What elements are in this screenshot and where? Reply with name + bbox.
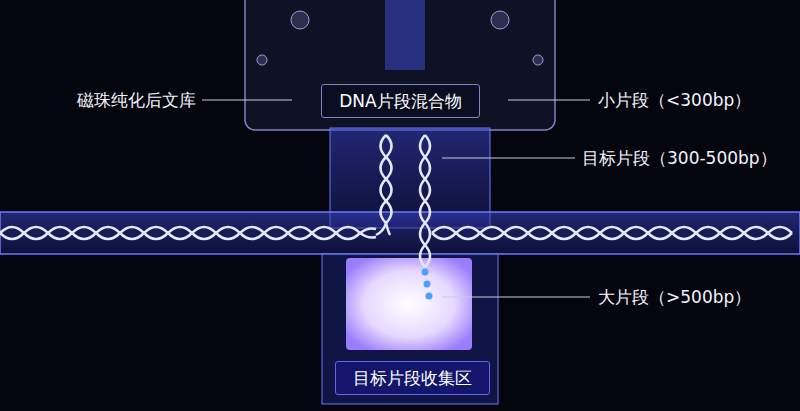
helix-strand	[432, 227, 792, 239]
dna-dots	[422, 269, 433, 300]
dot	[426, 293, 433, 300]
horizontal-channel	[0, 212, 800, 254]
screw	[533, 55, 543, 65]
helix-strand	[432, 227, 792, 239]
leader-line	[508, 100, 590, 101]
callout-label: 磁珠纯化后文库	[77, 89, 196, 111]
label-box: 目标片段收集区	[335, 361, 490, 395]
chip-housing	[245, 0, 555, 130]
screw	[291, 11, 309, 29]
callout-label: 目标片段（300-500bp）	[582, 147, 777, 169]
helix-strand	[0, 227, 376, 239]
leader-line	[442, 297, 590, 298]
leader-line	[442, 158, 575, 159]
collection-chamber	[322, 254, 498, 404]
callout-label: 大片段（>500bp）	[598, 286, 751, 308]
box-text: 目标片段收集区	[353, 367, 472, 390]
callout-label: 小片段（<300bp）	[598, 89, 751, 111]
helix-strand	[376, 135, 392, 235]
dna-helix	[0, 135, 792, 267]
screw	[491, 11, 509, 29]
helix-strand	[0, 227, 376, 239]
helix-strand	[381, 135, 392, 235]
dot	[422, 269, 429, 276]
helix-strand	[420, 135, 430, 267]
leader-lines	[202, 100, 590, 297]
screw	[257, 55, 267, 65]
leader-line	[202, 100, 292, 101]
dot	[424, 281, 431, 288]
box-text: DNA片段混合物	[339, 90, 461, 113]
glow-pad	[346, 258, 472, 350]
label-box: DNA片段混合物	[321, 84, 480, 118]
helix-strand	[420, 135, 430, 267]
inlet-channel	[385, 0, 425, 70]
